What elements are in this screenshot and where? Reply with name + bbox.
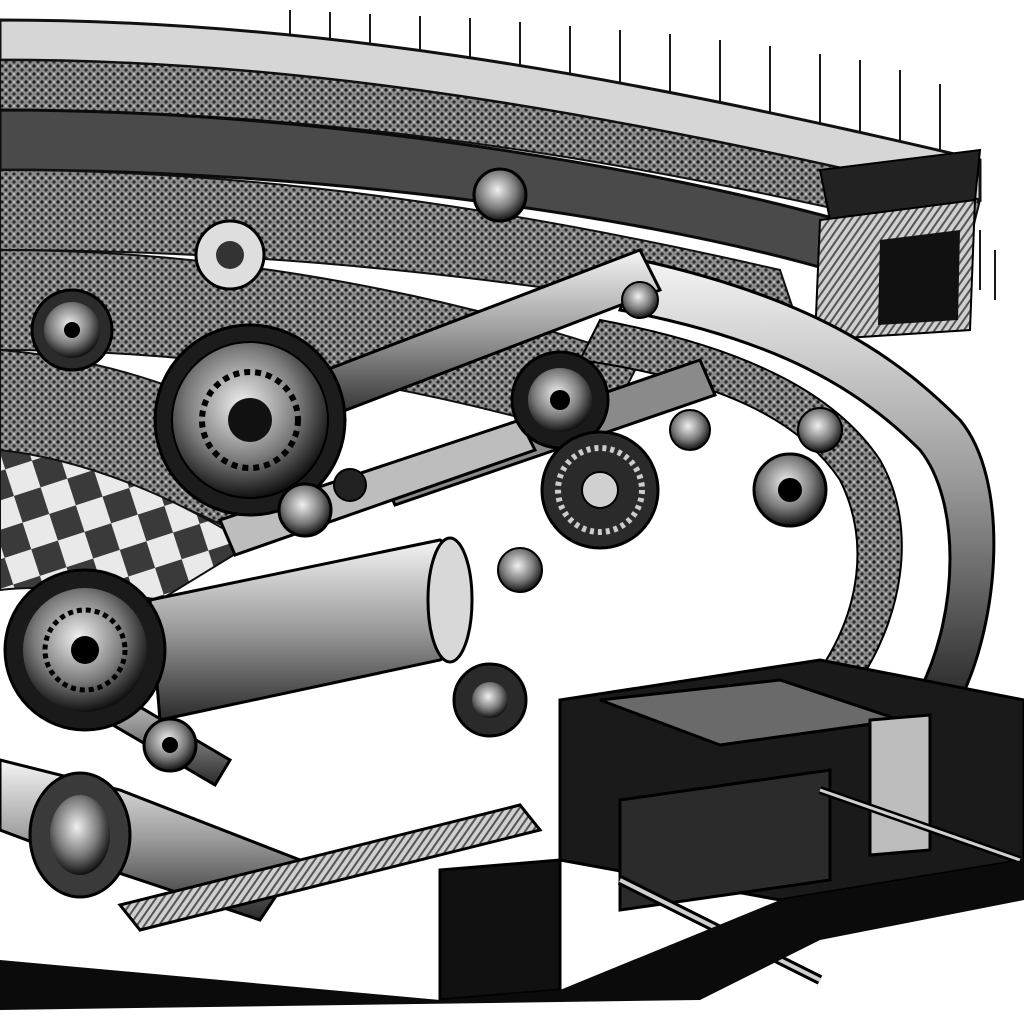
lower-barrel — [0, 758, 303, 922]
ground-shadow — [0, 860, 1024, 1010]
drum-front-face — [426, 536, 474, 664]
gear-left-upper — [30, 288, 114, 372]
gear-large-center — [153, 323, 347, 517]
gear-upper-right — [472, 167, 843, 453]
gear-right-pulley — [752, 452, 828, 528]
gear-lower-left-big — [3, 568, 167, 732]
gear-mid-right — [510, 350, 610, 450]
walkway-bridge — [117, 803, 543, 932]
gear-lower-center — [452, 547, 543, 738]
base-platform — [438, 658, 1024, 1002]
gear-drum-side — [540, 430, 660, 550]
light-masts — [289, 10, 996, 300]
right-tower — [813, 148, 982, 342]
gear-lower-small — [142, 468, 367, 773]
gear-top-small — [194, 219, 266, 291]
